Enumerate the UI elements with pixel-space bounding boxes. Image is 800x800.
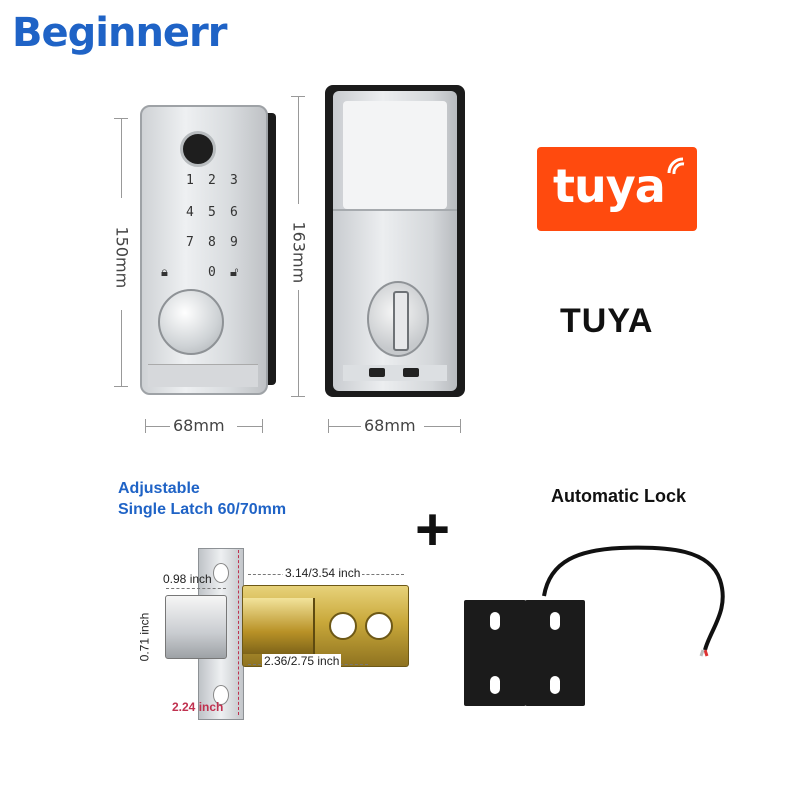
automatic-lock-label: Automatic Lock	[551, 486, 687, 506]
magnetic-sensor-left	[464, 600, 526, 706]
back-width-label: 68mm	[364, 416, 416, 435]
key-label: 8	[208, 235, 216, 250]
key-label: 1	[186, 173, 194, 188]
lock-icon: 🔒︎	[161, 265, 168, 280]
tuya-title: TUYA	[560, 302, 654, 340]
latch-measure-backset: 3.14/3.54 inch	[283, 566, 363, 580]
latch-measure-224: 2.24 inch	[172, 700, 224, 714]
front-width-label: 68mm	[173, 416, 225, 435]
latch-title-line1: Adjustable	[118, 480, 200, 497]
unlock-icon: 🔓︎	[230, 265, 239, 280]
back-lock-image	[325, 85, 465, 397]
key-label: 0	[208, 265, 216, 280]
brand-logo: Beginnerr	[12, 10, 227, 56]
key-label: 4	[186, 205, 194, 220]
magnetic-sensor-right	[525, 600, 585, 706]
latch-measure-236: 2.36/2.75 inch	[262, 654, 342, 668]
key-label: 5	[208, 205, 216, 220]
back-height-label: 163mm	[289, 221, 309, 284]
wifi-icon	[667, 157, 685, 175]
front-lock-image: 1 2 3 4 5 6 7 8 9 🔒︎ 0 🔓︎	[140, 105, 276, 395]
key-label: 3	[230, 173, 238, 188]
latch-title-line2: Single Latch 60/70mm	[118, 501, 287, 518]
key-label: 6	[230, 205, 238, 220]
latch-body	[242, 585, 409, 667]
fingerprint-sensor-icon	[180, 131, 216, 167]
key-label: 2	[208, 173, 216, 188]
sensor-wire	[542, 545, 725, 657]
thumb-turn-icon	[367, 281, 429, 357]
latch-title: Adjustable Single Latch 60/70mm	[118, 478, 286, 520]
latch-measure-098: 0.98 inch	[163, 572, 212, 586]
tuya-logo: tuya	[537, 147, 697, 231]
front-height-label: 150mm	[112, 226, 132, 289]
knob-icon	[158, 289, 224, 355]
key-label: 7	[186, 235, 194, 250]
key-label: 9	[230, 235, 238, 250]
tuya-logo-text: tuya	[553, 159, 666, 213]
plus-sign: +	[415, 496, 451, 563]
latch-measure-071: 0.71 inch	[137, 612, 152, 662]
latch-bolt	[165, 595, 227, 659]
